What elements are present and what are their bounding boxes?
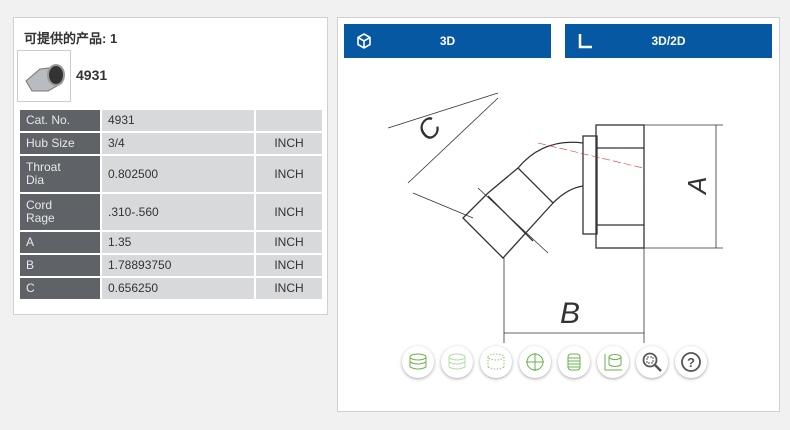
spec-unit: INCH (256, 156, 322, 192)
dimension-view-button[interactable] (597, 346, 629, 378)
help-button[interactable]: ? (675, 346, 707, 378)
3d-label: 3D (439, 34, 456, 48)
spec-label: Cat. No. (20, 110, 100, 131)
spec-unit: INCH (256, 255, 322, 276)
dimension-c: C (411, 110, 448, 147)
spec-value: 0.656250 (102, 278, 254, 299)
transparent-view-button[interactable] (441, 346, 473, 378)
cylinder-dimension-icon (604, 354, 622, 371)
product-thumbnail[interactable] (17, 50, 71, 102)
spec-unit: INCH (256, 232, 322, 253)
spec-label: Throat Dia (20, 156, 100, 192)
cube-icon (357, 33, 371, 49)
cylinder-striped-icon (567, 353, 581, 371)
svg-text:?: ? (687, 355, 695, 370)
spec-value: 0.802500 (102, 156, 254, 192)
elbow-fitting-image (25, 64, 65, 92)
spec-unit: INCH (256, 133, 322, 154)
cylinder-solid-icon (409, 353, 427, 370)
products-title: 可提供的产品: 1 (24, 31, 118, 46)
technical-drawing: A B C (387, 92, 723, 343)
spec-unit (256, 110, 322, 131)
spec-label: B (20, 255, 100, 276)
spec-label: A (20, 232, 100, 253)
zoom-fit-button[interactable] (636, 346, 668, 378)
crosshair-icon (526, 353, 544, 371)
drawing-icon (578, 34, 592, 49)
product-name[interactable]: 4931 (76, 67, 108, 83)
section-view-button[interactable] (519, 346, 551, 378)
spec-value: 1.78893750 (102, 255, 254, 276)
spec-label: Hub Size (20, 133, 100, 154)
zoom-fit-icon (642, 352, 662, 372)
3d-2d-button[interactable]: 3D/2D (565, 24, 772, 58)
spec-value: 1.35 (102, 232, 254, 253)
3d-2d-label: 3D/2D (651, 34, 686, 48)
dimension-b: B (560, 297, 580, 330)
spec-label: Cord Rage (20, 194, 100, 230)
dimension-a: A (682, 177, 712, 196)
spec-label: C (20, 278, 100, 299)
viewer-panel: 3D 3D/2D A B C ? (337, 17, 780, 412)
hidden-lines-view-button[interactable] (480, 346, 512, 378)
3d-button[interactable]: 3D (344, 24, 551, 58)
spec-unit: INCH (256, 278, 322, 299)
spec-value: 3/4 (102, 133, 254, 154)
spec-unit: INCH (256, 194, 322, 230)
spec-value: 4931 (102, 110, 254, 131)
view-toolbar: ? (402, 346, 707, 378)
cylinder-dotted-icon (487, 353, 505, 370)
wireframe-view-button[interactable] (558, 346, 590, 378)
spec-value: .310-.560 (102, 194, 254, 230)
help-icon: ? (681, 352, 701, 372)
spec-row: Cat. No.4931 (20, 110, 322, 131)
solid-view-button[interactable] (402, 346, 434, 378)
cylinder-transparent-icon (448, 353, 466, 370)
